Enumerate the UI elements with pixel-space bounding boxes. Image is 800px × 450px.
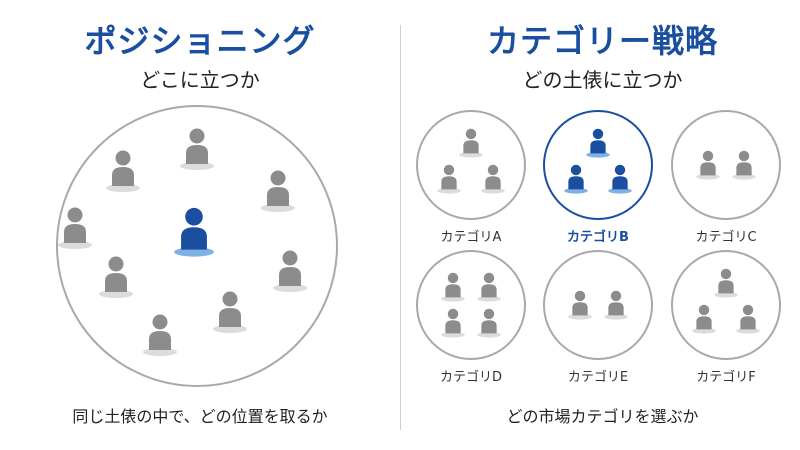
positioning-subtitle: どこに立つか (140, 68, 260, 92)
category-label: カテゴリA (440, 230, 502, 245)
category-label: カテゴリF (696, 370, 756, 385)
person-icon (210, 289, 250, 335)
person-icon (475, 307, 503, 339)
category-circle (543, 110, 653, 220)
person-icon (690, 303, 718, 335)
person-icon (439, 307, 467, 339)
highlighted-person-icon (562, 163, 590, 195)
highlighted-person-icon (606, 163, 634, 195)
category-circle (671, 110, 781, 220)
person-icon (103, 148, 143, 194)
person-icon (475, 271, 503, 303)
person-icon (439, 271, 467, 303)
person-icon (96, 254, 136, 300)
person-icon (140, 312, 180, 358)
category-strategy-title: カテゴリー戦略 (486, 22, 718, 60)
person-icon (457, 127, 485, 159)
person-icon (730, 149, 758, 181)
category-label: カテゴリC (695, 230, 757, 245)
category-label: カテゴリD (439, 370, 502, 385)
highlighted-person-icon (584, 127, 612, 159)
highlighted-person-icon (170, 205, 218, 259)
positioning-title: ポジショニング (84, 22, 316, 60)
person-icon (602, 289, 630, 321)
person-icon (734, 303, 762, 335)
person-icon (55, 205, 95, 251)
category-strategy-subtitle: どの土俵に立つか (522, 68, 683, 92)
category-circle (416, 250, 526, 360)
positioning-panel: ポジショニング どこに立つか 同じ土俵の中で、どの位置を (55, 22, 338, 426)
person-icon (258, 168, 298, 214)
person-icon (435, 163, 463, 195)
person-icon (694, 149, 722, 181)
person-icon (566, 289, 594, 321)
divider (400, 25, 401, 430)
category-circle (416, 110, 526, 220)
market-circle (56, 105, 338, 387)
category-strategy-panel: カテゴリー戦略 どの土俵に立つか カテゴリA カテゴリB カテゴリC (405, 0, 800, 450)
category-label: カテゴリB (567, 230, 629, 245)
category-strategy-caption: どの市場カテゴリを選ぶか (506, 407, 699, 426)
positioning-caption: 同じ土俵の中で、どの位置を取るか (72, 407, 328, 426)
category-circle (671, 250, 781, 360)
person-icon (270, 248, 310, 294)
category-label: カテゴリE (567, 370, 629, 385)
category-circle (543, 250, 653, 360)
person-icon (479, 163, 507, 195)
person-icon (712, 267, 740, 299)
person-icon (177, 126, 217, 172)
